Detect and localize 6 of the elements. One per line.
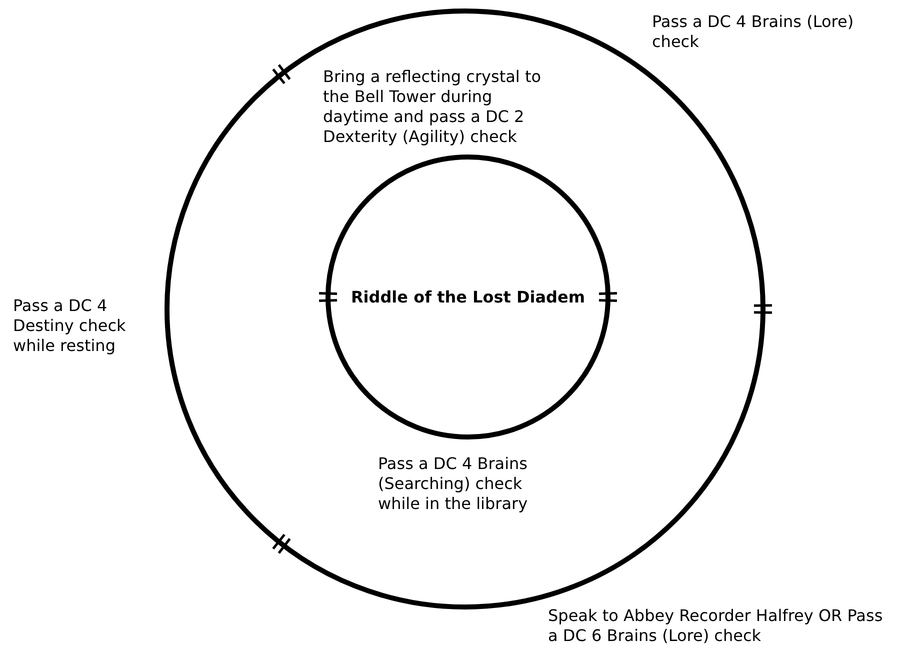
segment-note: Pass a DC 4 Brains (Lore) check: [652, 12, 855, 52]
segment-note: Speak to Abbey Recorder Halfrey OR Pass a DC 6 Brains (Lore) check: [548, 606, 884, 646]
segment-note: Pass a DC 4 Destiny check while resting: [13, 296, 127, 356]
segment-note: Pass a DC 4 Brains (Searching) check while in the library: [378, 454, 529, 514]
segment-note: Bring a reflecting crystal to the Bell Tower during daytime and pass a DC 2 Dexterity (Agility) check: [323, 67, 542, 147]
clock-title: Riddle of the Lost Diadem: [350, 288, 586, 306]
